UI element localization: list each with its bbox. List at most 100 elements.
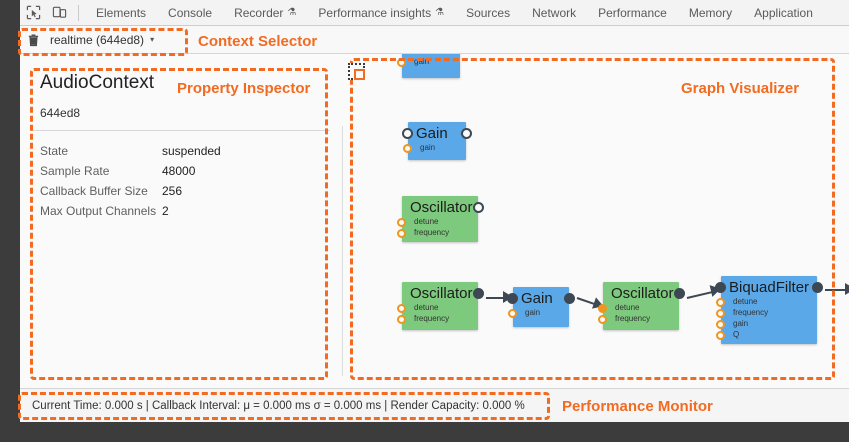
property-key: Max Output Channels — [40, 204, 157, 218]
node-title: Oscillator — [410, 199, 473, 216]
inspect-cursor-icon[interactable] — [20, 0, 46, 26]
audio-param-port-q[interactable] — [716, 331, 725, 340]
audio-param-label: frequency — [414, 228, 450, 237]
tab-label: Performance insights — [318, 5, 432, 20]
audio-param-port-detune[interactable] — [397, 218, 406, 227]
node-body — [721, 276, 817, 344]
tab-label: Memory — [688, 5, 733, 20]
tab-label: Recorder — [234, 5, 284, 20]
selection-handle[interactable] — [348, 63, 365, 80]
tab-performance-insights[interactable]: Performance insights ⚗ — [307, 0, 455, 26]
node-input-port[interactable] — [715, 282, 726, 293]
chevron-down-icon: ▾ — [150, 35, 155, 44]
tab-label: Performance — [598, 5, 667, 20]
table-row: Sample Rate 48000 — [40, 161, 330, 181]
audio-param-label: detune — [615, 303, 640, 312]
devtools-tabbar: Elements Console Recorder ⚗ Performance … — [20, 0, 849, 26]
audio-param-port-gain[interactable] — [716, 320, 725, 329]
audio-param-label: gain — [525, 308, 541, 317]
node-body — [402, 54, 460, 78]
audio-param-port-gain[interactable] — [508, 309, 517, 318]
tab-performance[interactable]: Performance — [587, 0, 678, 26]
table-row: State suspended — [40, 141, 330, 161]
device-toolbar-icon[interactable] — [46, 0, 72, 26]
annotation-label-performance-monitor: Performance Monitor — [562, 398, 713, 415]
node-title: Gain — [416, 125, 448, 142]
context-type-title: AudioContext — [40, 72, 155, 93]
audio-param-label: frequency — [733, 308, 769, 317]
node-output-port[interactable] — [564, 293, 575, 304]
property-value: 256 — [162, 184, 183, 198]
inspector-divider — [32, 130, 330, 131]
node-input-port[interactable] — [402, 128, 413, 139]
audio-param-label: frequency — [615, 314, 651, 323]
node-body — [402, 196, 478, 242]
audio-param-port-frequency[interactable] — [397, 315, 406, 324]
context-id: 644ed8 — [40, 106, 81, 120]
table-row: Callback Buffer Size 256 — [40, 181, 330, 201]
node-output-port[interactable] — [461, 128, 472, 139]
tab-memory[interactable]: Memory — [678, 0, 743, 26]
experiment-flask-icon: ⚗ — [435, 7, 445, 18]
node-title: Gain — [410, 54, 442, 56]
property-key: Callback Buffer Size — [40, 184, 148, 198]
node-output-port[interactable] — [812, 282, 823, 293]
tab-label: Network — [532, 5, 577, 20]
audio-param-port-frequency[interactable] — [716, 309, 725, 318]
node-input-port[interactable] — [507, 293, 518, 304]
audio-param-label: detune — [733, 297, 758, 306]
annotation-label-property-inspector: Property Inspector — [177, 80, 311, 97]
node-output-port[interactable] — [473, 288, 484, 299]
node-body — [408, 122, 466, 160]
audio-param-port-detune[interactable] — [397, 304, 406, 313]
table-row: Max Output Channels 2 — [40, 201, 330, 221]
audio-param-port-gain[interactable] — [397, 58, 406, 67]
tab-sources[interactable]: Sources — [455, 0, 521, 26]
graph-edge-arrow — [845, 283, 849, 295]
tab-network[interactable]: Network — [521, 0, 587, 26]
property-key: State — [40, 144, 69, 158]
panel-divider — [342, 126, 343, 376]
node-body — [513, 287, 569, 327]
tab-recorder[interactable]: Recorder ⚗ — [223, 0, 307, 26]
tab-application[interactable]: Application — [743, 0, 824, 26]
toolbar-divider — [78, 4, 79, 21]
node-output-port[interactable] — [473, 202, 484, 213]
node-body — [402, 282, 478, 330]
audio-param-port-frequency[interactable] — [397, 229, 406, 238]
audio-param-label: detune — [414, 217, 439, 226]
annotation-label-graph-visualizer: Graph Visualizer — [681, 80, 800, 97]
tab-elements[interactable]: Elements — [85, 0, 157, 26]
node-body — [603, 282, 679, 330]
audio-param-port-gain[interactable] — [403, 144, 412, 153]
graph-edge — [486, 297, 504, 299]
performance-stats-text: Current Time: 0.000 s | Callback Interva… — [32, 399, 525, 412]
tab-console[interactable]: Console — [157, 0, 223, 26]
node-title: Oscillator — [410, 285, 473, 302]
audio-param-label: gain — [414, 57, 430, 66]
audio-param-port-detune[interactable] — [598, 304, 607, 313]
property-value: suspended — [162, 144, 221, 158]
property-key: Sample Rate — [40, 164, 110, 178]
node-output-port[interactable] — [674, 288, 685, 299]
tab-label: Console — [168, 5, 213, 20]
audio-param-label: detune — [414, 303, 439, 312]
property-value: 48000 — [162, 164, 196, 178]
audio-context-dropdown[interactable]: realtime (644ed8) ▾ — [46, 31, 158, 49]
node-title: Gain — [521, 290, 553, 307]
graph-visualizer-canvas[interactable]: GaingainGaingainOscillatordetunefrequenc… — [350, 54, 849, 388]
audio-param-label: frequency — [414, 314, 450, 323]
audio-param-port-detune[interactable] — [716, 298, 725, 307]
property-inspector-panel: AudioContext 644ed8 State suspended Samp… — [32, 66, 330, 376]
trash-icon[interactable] — [20, 33, 46, 47]
audio-param-port-frequency[interactable] — [598, 315, 607, 324]
property-value: 2 — [162, 204, 169, 218]
